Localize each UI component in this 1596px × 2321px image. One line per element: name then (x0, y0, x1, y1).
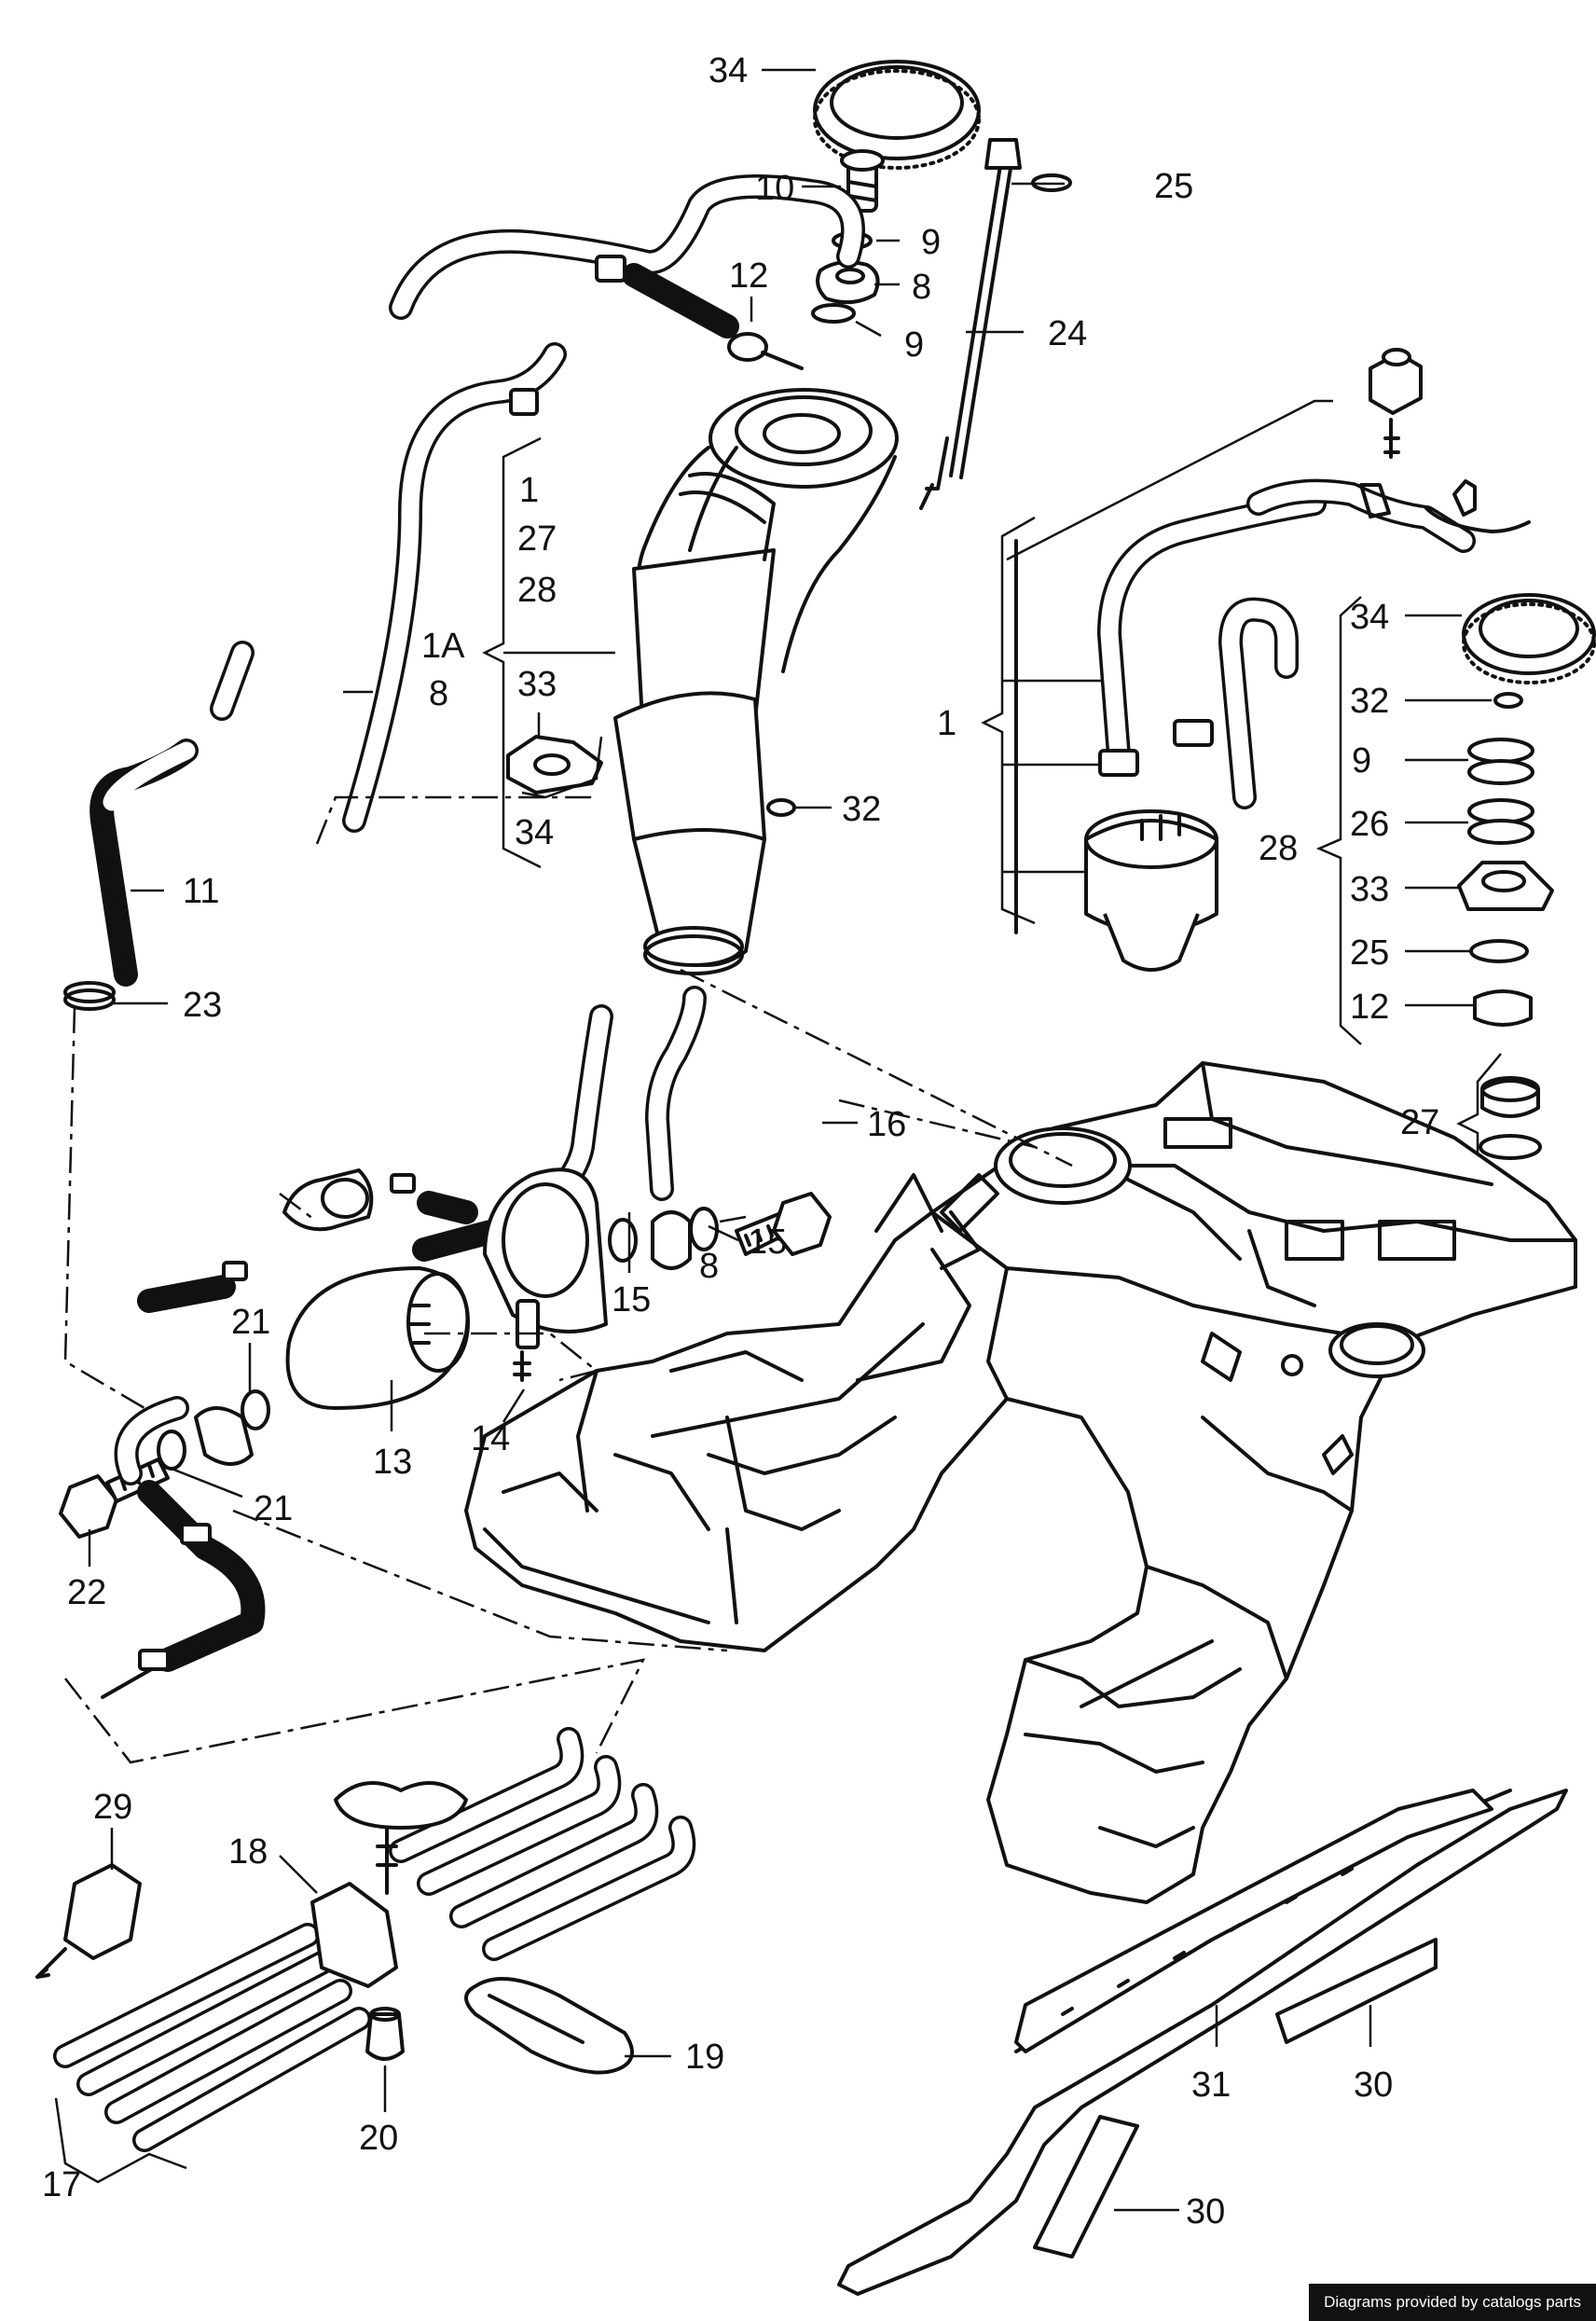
callout-15-b: 15 (612, 1280, 651, 1319)
callout-14: 14 (471, 1419, 510, 1458)
callout-34-right: 34 (1350, 598, 1389, 637)
fuel-pump-assembly-1 (981, 491, 1327, 972)
callout-27-right: 27 (1400, 1103, 1439, 1142)
pipe-clip-18 (310, 1781, 468, 1988)
o-ring-25-right (1469, 939, 1529, 963)
callout-8-top: 8 (912, 268, 931, 307)
callout-21-b: 21 (254, 1489, 293, 1528)
callout-11: 11 (183, 872, 219, 911)
fuel-filter-13 (285, 1266, 470, 1410)
retaining-plate-33-right (1457, 861, 1554, 911)
callout-27-group: 27 (517, 519, 557, 559)
vent-line-top-right (1246, 348, 1531, 553)
callout-20: 20 (359, 2119, 398, 2158)
tank-details (940, 1117, 1456, 1475)
clamp-12-right (1473, 989, 1533, 1027)
sealing-ring-34-right (1462, 593, 1596, 684)
callout-28-right: 28 (1259, 829, 1298, 868)
callout-34-left: 34 (515, 813, 554, 852)
callout-25-top: 25 (1154, 167, 1193, 206)
callout-25-right: 25 (1350, 933, 1389, 973)
retaining-plate-33-left (506, 735, 603, 794)
tank-strap-31 (837, 1789, 1568, 2296)
callout-34-top: 34 (709, 51, 748, 90)
hollow-bolt-16 (735, 1192, 832, 1256)
hose-clip-12 (727, 332, 804, 370)
credit-banner: Diagrams provided by catalogs parts (1309, 2284, 1596, 2321)
callout-30-a: 30 (1354, 2065, 1393, 2105)
fuel-pump-assembly-1a (613, 388, 899, 975)
callout-32-left: 32 (842, 790, 881, 829)
callout-9-right: 9 (1352, 741, 1371, 781)
bolt-20 (365, 2007, 405, 2061)
callout-9-a: 9 (921, 223, 941, 262)
callout-28-group: 28 (517, 571, 557, 610)
callout-12-right: 12 (1350, 988, 1389, 1027)
callout-17: 17 (42, 2165, 81, 2204)
callout-32-right: 32 (1350, 682, 1389, 721)
washer-lower (811, 303, 856, 324)
tank-filler-neck-left (994, 1126, 1132, 1205)
tank-filler-neck-right (1328, 1322, 1425, 1378)
callout-21-a: 21 (231, 1303, 270, 1342)
return-hose-filter (101, 1396, 266, 1699)
seal-32-right (1493, 692, 1523, 709)
callout-33-right: 33 (1350, 870, 1389, 909)
outlet-fittings-21 (157, 1389, 270, 1471)
union-screw (840, 149, 885, 213)
pipe-holder-29 (35, 1863, 142, 1979)
seal-32-left (766, 798, 796, 817)
callout-31: 31 (1191, 2065, 1231, 2105)
hose-clamp-23 (63, 981, 116, 1011)
gasket-9-right (1467, 738, 1534, 785)
callout-9-b: 9 (904, 325, 924, 365)
callout-1-right: 1 (937, 704, 956, 743)
group-bracket-1a (482, 436, 615, 869)
fuel-hose-11 (89, 641, 255, 987)
callout-labels: 34 10 25 9 8 12 9 24 1 27 28 1A 33 34 8 … (42, 51, 1439, 2231)
protective-sleeve-19 (464, 1977, 634, 2075)
fuel-pump-inline (222, 1168, 416, 1281)
callout-26: 26 (1350, 805, 1389, 844)
sealing-ring-top (813, 60, 981, 170)
callout-12-top: 12 (729, 256, 768, 296)
callout-15-a: 15 (748, 1223, 787, 1262)
callout-24: 24 (1048, 314, 1087, 353)
callout-22: 22 (67, 1573, 106, 1612)
bracket-28-right (1315, 596, 1362, 1045)
callout-1a: 1A (421, 627, 465, 666)
fuel-hose-upper (342, 174, 865, 833)
kit-27-parts (1479, 1076, 1542, 1160)
callout-1-group: 1 (519, 471, 539, 510)
padding-strip-30a (1275, 1938, 1438, 2044)
callout-13: 13 (373, 1443, 412, 1482)
gasket-26 (1467, 798, 1534, 845)
padding-strip-30b (1033, 2115, 1139, 2259)
callout-10: 10 (755, 169, 794, 208)
leader-lines (54, 68, 1372, 2212)
callout-16: 16 (867, 1105, 906, 1144)
callout-29: 29 (93, 1788, 132, 1827)
callout-33-left: 33 (517, 665, 557, 704)
callout-8-filter: 8 (699, 1247, 719, 1286)
callout-18: 18 (228, 1832, 268, 1872)
assembly-lines (63, 795, 1073, 1764)
callout-30-b: 30 (1186, 2192, 1225, 2231)
callout-19: 19 (685, 2038, 724, 2077)
fuel-pipes-17 (53, 1727, 696, 2152)
callout-23: 23 (183, 986, 222, 1025)
bracket-top-right (1006, 399, 1333, 561)
fuel-gauge-sender (919, 138, 1022, 510)
filter-bracket-14 (483, 1167, 608, 1382)
callout-8-hose: 8 (429, 674, 448, 713)
